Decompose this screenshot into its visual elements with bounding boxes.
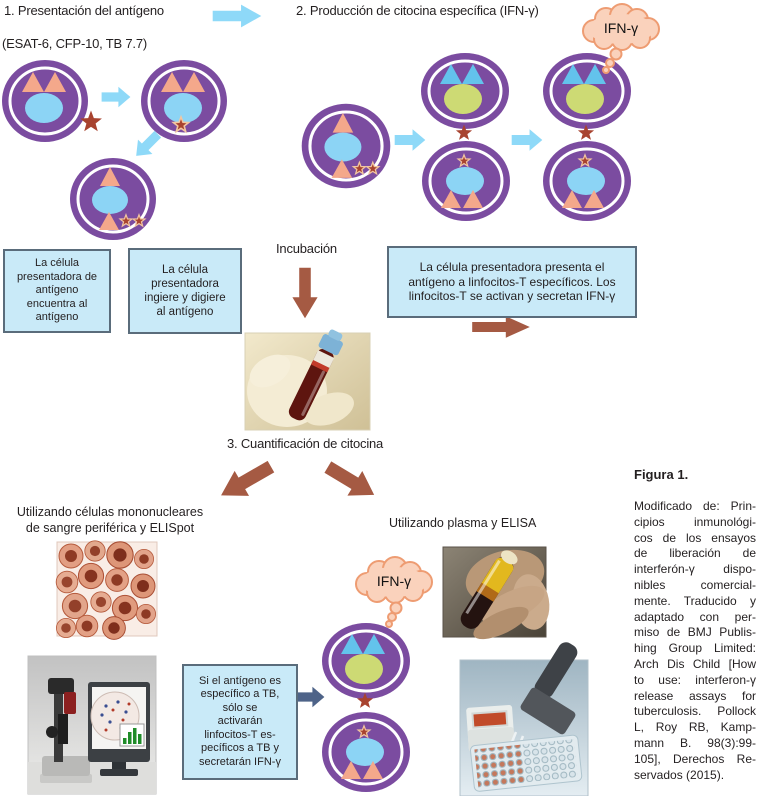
incubation-label: Incubación — [276, 241, 337, 256]
elisa-branch-label: Utilizando plasma y ELISA — [389, 516, 537, 530]
apc-cell-with-antigen — [322, 712, 410, 792]
photo-blood-tube-incubation — [244, 329, 371, 431]
infobox-tb-specific: Si el antígeno es específico a TB, sólo … — [182, 664, 298, 780]
flow-arrow-icon — [394, 129, 426, 151]
apc-cell-digests-antigen — [70, 158, 156, 240]
photo-mononuclear-cells — [55, 540, 158, 640]
step3-title: 3. Cuantificación de citocina — [227, 436, 384, 451]
figure-caption-text: Modificado de: Prin-cipios inmunológi-co… — [634, 499, 756, 782]
t-lymphocyte-cell-activated — [541, 51, 633, 131]
apc-cell-meets-antigen — [2, 60, 88, 142]
flow-arrow-icon — [101, 86, 131, 108]
step1-antigen-list: (ESAT-6, CFP-10, TB 7.7) — [2, 36, 147, 51]
branch-arrow-elisa-icon — [320, 454, 382, 508]
apc-cell-with-antigen — [422, 141, 510, 221]
apc-cell-with-antigen — [543, 141, 631, 221]
ifn-gamma-label: IFN-γ — [377, 573, 411, 589]
t-lymphocyte-cell — [419, 51, 511, 131]
infobox-find-antigen: La célula presentadora de antígeno encue… — [3, 249, 111, 333]
apc-cell-presenting — [302, 104, 391, 188]
photo-elispot-reader — [27, 655, 157, 795]
infobox-digest-antigen: La célula presentadora ingiere y digiere… — [128, 248, 242, 334]
ifn-gamma-cloud-top: IFN-γ — [582, 3, 660, 74]
step1-title: 1. Presentación del antígeno — [4, 3, 164, 18]
figure-caption-title: Figura 1. — [634, 467, 689, 482]
step2-title: 2. Producción de citocina específica (IF… — [296, 3, 539, 18]
apc-cell-ingests-antigen — [141, 60, 227, 142]
branch-arrow-elispot-icon — [213, 454, 279, 508]
step1-to-step2-arrow-icon — [212, 4, 262, 28]
t-lymphocyte-cell-secreting — [320, 621, 412, 701]
photo-elisa-plate — [459, 642, 589, 796]
incubation-arrow-down-icon — [292, 267, 318, 319]
secretion-arrow-right-icon — [472, 316, 530, 338]
photo-plasma-tube — [442, 546, 550, 640]
ifn-gamma-cloud-bottom: IFN-γ — [355, 556, 433, 628]
infobox-present-antigen: La célula presentadora presenta el antíg… — [387, 246, 637, 318]
tb-specific-arrow-icon — [295, 686, 325, 708]
ifn-gamma-label: IFN-γ — [604, 20, 638, 36]
elispot-branch-label: Utilizando células mononucleares de sang… — [16, 505, 204, 535]
flow-arrow-icon — [511, 129, 543, 151]
